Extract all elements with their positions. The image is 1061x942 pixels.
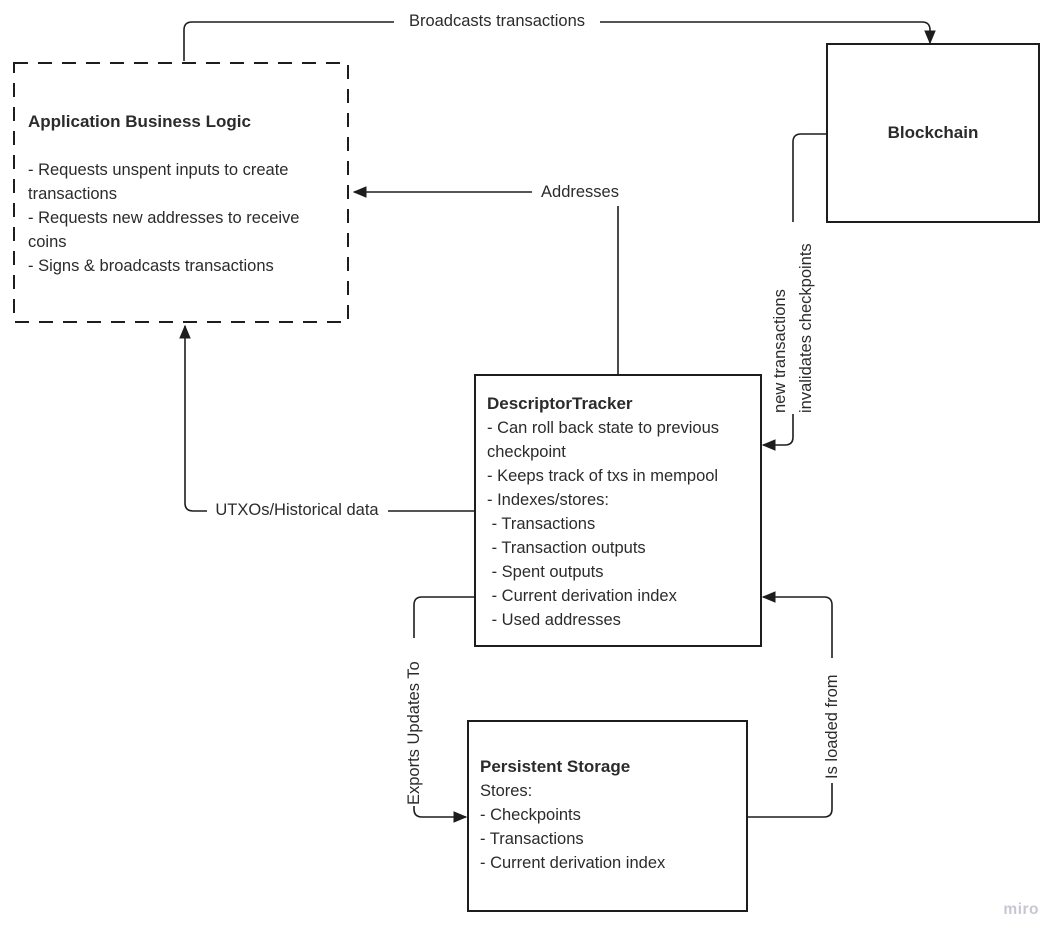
application-business-logic-outline [13, 62, 349, 323]
box-blockchain[interactable]: Blockchain [827, 44, 1039, 222]
box-application-business-logic[interactable]: Application Business Logic - Requests un… [28, 110, 336, 278]
persistent-storage-outline [467, 720, 748, 912]
blockchain-outline [826, 43, 1040, 223]
box-bullet: - Signs & broadcasts transactions [28, 257, 274, 275]
connector-invalidates-top[interactable] [792, 133, 827, 222]
box-bullet: - Current derivation index [487, 587, 677, 605]
connector-utxos-left[interactable] [185, 326, 207, 512]
connector-exports-top[interactable] [413, 596, 475, 638]
box-bullet: - Keeps track of txs in mempool [487, 467, 719, 485]
box-bullet: - Transactions [487, 515, 596, 533]
connector-loaded-top[interactable] [763, 597, 833, 658]
box-bullet: Stores: [480, 782, 533, 800]
miro-watermark: miro [1003, 901, 1039, 918]
connector-invalidates-bottom[interactable] [763, 414, 794, 445]
box-title: Blockchain [887, 123, 979, 142]
box-bullet: - Spent outputs [487, 563, 604, 581]
edge-label-addresses[interactable]: Addresses [538, 181, 622, 203]
box-bullet: - Requests unspent inputs to create tran… [28, 161, 294, 203]
box-title: Persistent Storage [480, 757, 631, 776]
edge-label-new-transactions-invalidates-checkpoints[interactable]: new transactions invalidates checkpoints [767, 223, 819, 413]
box-bullet: - Used addresses [487, 611, 621, 629]
edge-label-line: invalidates checkpoints [797, 243, 815, 413]
box-bullet: - Requests new addresses to receive coin… [28, 209, 305, 251]
box-bullet: - Transaction outputs [487, 539, 646, 557]
edge-label-broadcasts-transactions[interactable]: Broadcasts transactions [405, 10, 589, 32]
box-bullet: - Can roll back state to previous checkp… [487, 419, 724, 461]
connector-loaded-bottom[interactable] [747, 783, 833, 818]
edge-label-exports-updates-to[interactable]: Exports Updates To [402, 641, 426, 805]
box-descriptor-tracker[interactable]: DescriptorTracker - Can roll back state … [487, 392, 751, 632]
connector-exports-bottom[interactable] [413, 806, 466, 817]
box-bullet: - Transactions [480, 830, 584, 848]
box-persistent-storage[interactable]: Persistent Storage Stores: - Checkpoints… [480, 755, 732, 875]
box-bullet: - Checkpoints [480, 806, 581, 824]
box-title: DescriptorTracker [487, 394, 633, 413]
edge-label-is-loaded-from[interactable]: Is loaded from [820, 661, 844, 779]
box-bullet: - Current derivation index [480, 854, 666, 872]
connector-broadcasts-transactions-right[interactable] [600, 21, 930, 43]
edge-label-line: new transactions [771, 289, 789, 413]
box-title: Application Business Logic [28, 112, 251, 131]
descriptor-tracker-outline [474, 374, 762, 647]
edge-label-utxos-historical-data[interactable]: UTXOs/Historical data [212, 499, 382, 521]
connector-broadcasts-transactions-left[interactable] [183, 21, 394, 61]
box-bullet: - Indexes/stores: [487, 491, 609, 509]
